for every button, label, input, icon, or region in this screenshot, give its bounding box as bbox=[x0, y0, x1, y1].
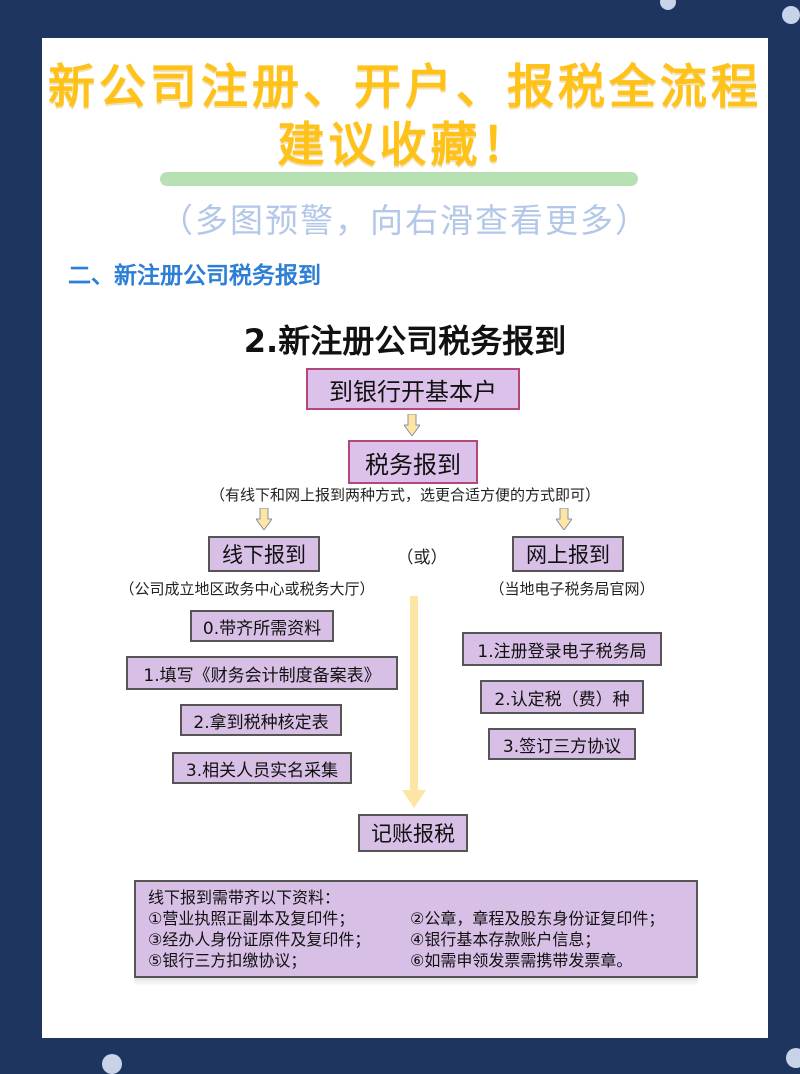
headline-line2: 建议收藏！ bbox=[277, 118, 533, 173]
offline-step: 1.填写《财务会计制度备案表》 bbox=[126, 656, 398, 690]
content-card: 新公司注册、开户、报税全流程 建议收藏！ （多图预警，向右滑查看更多） 二、新注… bbox=[42, 38, 768, 1038]
headline-line1: 新公司注册、开户、报税全流程 bbox=[48, 60, 762, 115]
online-step: 3.签订三方协议 bbox=[488, 728, 636, 760]
online-registration: 网上报到 bbox=[512, 536, 624, 572]
materials-title: 线下报到需带齐以下资料： bbox=[148, 888, 341, 907]
material-item: ⑥如需申领发票需携带发票章。 bbox=[410, 951, 633, 970]
offline-step: 0.带齐所需资料 bbox=[190, 610, 334, 642]
flow-arrow-shaft bbox=[410, 596, 418, 792]
material-item: ⑤银行三方扣缴协议； bbox=[148, 951, 307, 970]
material-item: ②公章，章程及股东身份证复印件； bbox=[410, 909, 665, 928]
step-tax-registration: 税务报到 bbox=[348, 440, 478, 484]
swipe-hint: （多图预警，向右滑查看更多） bbox=[160, 201, 650, 240]
section-heading: 二、新注册公司税务报到 bbox=[68, 263, 321, 289]
material-item: ④银行基本存款账户信息； bbox=[410, 930, 601, 949]
offline-step: 3.相关人员实名采集 bbox=[172, 752, 352, 784]
arrow-down-icon bbox=[556, 508, 572, 530]
decor-dot bbox=[786, 1048, 800, 1068]
decor-dot bbox=[782, 6, 800, 24]
online-step: 1.注册登录电子税务局 bbox=[462, 632, 662, 666]
step-bank-account: 到银行开基本户 bbox=[306, 368, 520, 410]
flow-arrow-head bbox=[402, 790, 426, 808]
arrow-down-icon bbox=[404, 414, 420, 436]
or-label: （或） bbox=[396, 548, 448, 568]
diagram-title: 2.新注册公司税务报到 bbox=[243, 322, 567, 360]
offline-step: 2.拿到税种核定表 bbox=[180, 704, 342, 736]
offline-note: （公司成立地区政务中心或税务大厅） bbox=[119, 580, 375, 598]
divider-bar bbox=[160, 172, 638, 186]
box-shadow bbox=[134, 978, 698, 986]
decor-dot bbox=[102, 1054, 122, 1074]
arrow-down-icon bbox=[256, 508, 272, 530]
online-step: 2.认定税（费）种 bbox=[480, 680, 644, 714]
material-item: ①营业执照正副本及复印件； bbox=[148, 909, 355, 928]
tax-registration-note: （有线下和网上报到两种方式，选更合适方便的方式即可） bbox=[209, 486, 600, 504]
material-item: ③经办人身份证原件及复印件； bbox=[148, 930, 371, 949]
decor-dot bbox=[660, 0, 676, 10]
online-note: （当地电子税务局官网） bbox=[489, 580, 655, 598]
materials-box: 线下报到需带齐以下资料： ①营业执照正副本及复印件； ②公章，章程及股东身份证复… bbox=[134, 880, 698, 978]
offline-registration: 线下报到 bbox=[208, 536, 320, 572]
final-step-bookkeeping: 记账报税 bbox=[358, 814, 468, 852]
